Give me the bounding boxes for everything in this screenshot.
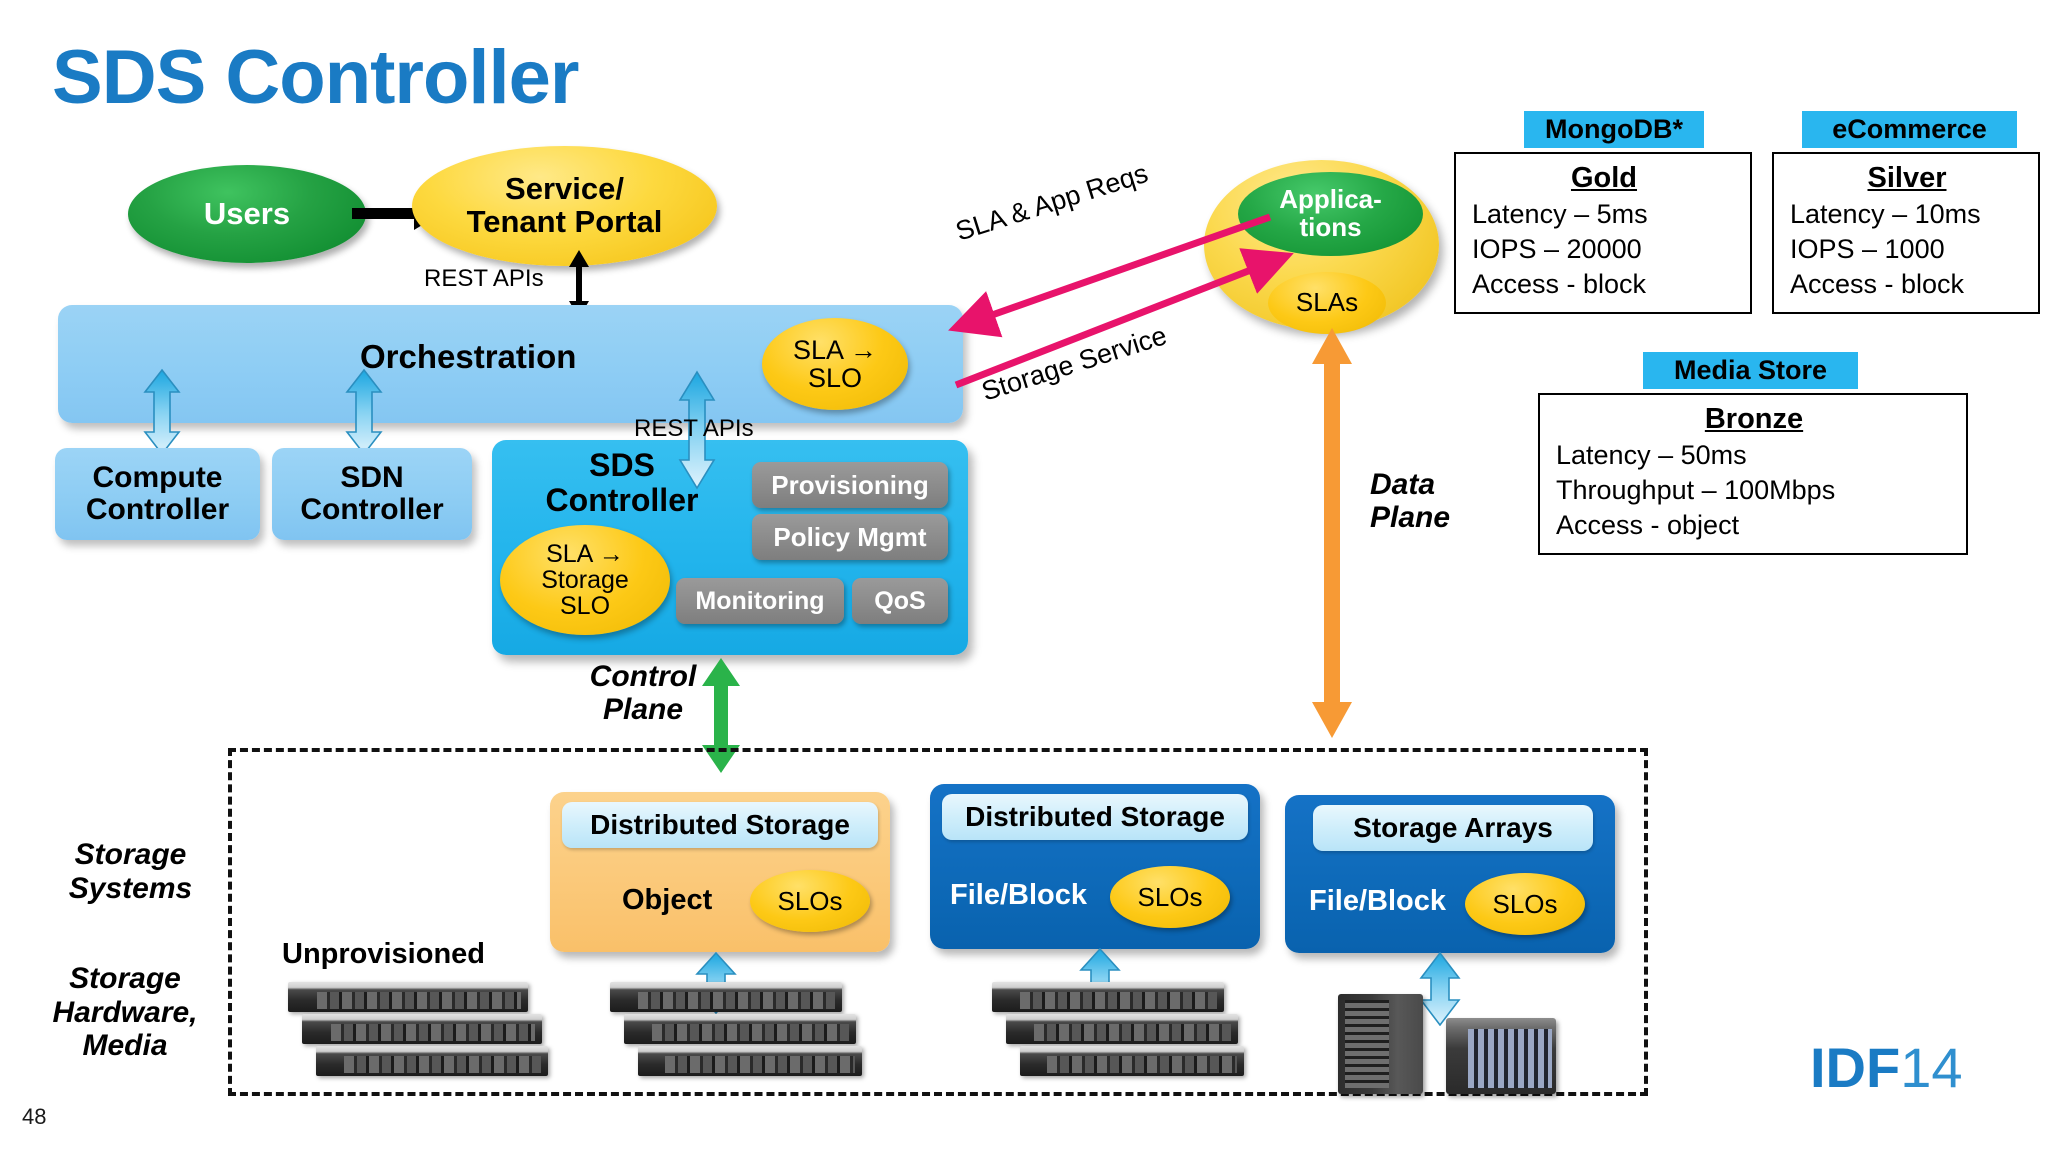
sla-line: Latency – 50ms: [1556, 440, 1747, 470]
users-label: Users: [203, 195, 291, 231]
storage-systems-line2: Systems: [68, 871, 193, 905]
sla-card-name-ecommerce: eCommerce: [1802, 111, 2017, 148]
sla-tier-gold: Gold: [1570, 162, 1638, 194]
sla-line: Access - block: [1790, 269, 1965, 300]
storage-arrays-slos: SLOs: [1465, 873, 1585, 935]
compute-controller-line2: Controller: [85, 493, 230, 526]
storage-systems-line1: Storage: [74, 838, 187, 871]
storage-array-hardware-image: [1338, 982, 1568, 1097]
orchestration-sla-slo-node: SLA → SLO: [762, 318, 908, 410]
control-plane-double-arrow-icon: [702, 658, 740, 773]
compute-orchestration-double-arrow-icon: [143, 368, 181, 456]
storage-region-boundary: [228, 748, 1648, 1096]
sla-line: Throughput – 100Mbps: [1556, 475, 1836, 506]
portal-orchestration-double-arrow-icon: [569, 250, 589, 318]
sla-card-body-media-store: Bronze Latency – 50ms Throughput – 100Mb…: [1538, 393, 1968, 556]
sds-orchestration-double-arrow-icon: [678, 370, 716, 490]
storage-hw-line2: Hardware,: [52, 995, 198, 1029]
sla-app-reqs-arrow-icon: [948, 213, 1272, 338]
object-servers-image: [610, 982, 870, 1092]
users-to-portal-arrow-shaft: [352, 208, 420, 219]
arrays-hardware-double-arrow-icon: [1419, 952, 1461, 1026]
unprovisioned-servers-image: [288, 982, 548, 1092]
sla-line: Access - object: [1556, 510, 1740, 541]
sla-card-mongodb: MongoDB* Gold Latency – 5ms IOPS – 20000…: [1454, 111, 1752, 315]
storage-systems-label: Storage Systems: [38, 838, 223, 905]
sds-sla-line3: SLO: [559, 592, 611, 621]
sds-controller-title: SDS Controller: [512, 448, 732, 517]
sla-line: Access - block: [1472, 269, 1647, 300]
sdn-controller-line2: Controller: [300, 493, 444, 526]
sla-card-media-store: Media Store Bronze Latency – 50ms Throug…: [1538, 352, 1968, 556]
sla-line: Latency – 5ms: [1472, 199, 1648, 229]
sla-card-name-mongodb: MongoDB*: [1524, 111, 1704, 148]
data-plane-double-arrow-icon: [1312, 328, 1352, 738]
sds-controller-line2: Controller: [545, 481, 699, 518]
sds-controller-line1: SDS: [589, 447, 655, 483]
rest-apis-sds-label: REST APIs: [634, 415, 754, 442]
compute-controller-line1: Compute: [92, 460, 223, 494]
storage-arrays-tab: Storage Arrays: [1313, 805, 1593, 851]
data-plane-line1: Data: [1370, 468, 1436, 501]
provisioning-module: Provisioning: [752, 462, 948, 508]
portal-label-line1: Service/: [505, 171, 624, 207]
storage-arrays-type: File/Block: [1309, 885, 1446, 917]
control-plane-line2: Plane: [602, 693, 684, 726]
distributed-storage-object-box: Distributed Storage Object SLOs: [550, 792, 890, 952]
fileblock-servers-image: [992, 982, 1252, 1092]
distributed-storage-object-slos: SLOs: [750, 870, 870, 932]
data-plane-line2: Plane: [1370, 501, 1451, 534]
sds-sla-line1: SLA →: [546, 539, 624, 568]
distributed-storage-fileblock-tab: Distributed Storage: [942, 794, 1248, 840]
orch-sla-line2: SLO: [807, 363, 863, 393]
applications-line1: Applica-: [1279, 184, 1382, 215]
applications-node: Applica- tions: [1238, 172, 1423, 256]
control-plane-label: Control Plane: [548, 660, 738, 726]
sdn-controller-box: SDN Controller: [272, 448, 472, 540]
storage-hardware-media-label: Storage Hardware, Media: [20, 962, 230, 1063]
distributed-storage-object-tab: Distributed Storage: [562, 802, 878, 848]
orchestration-label: Orchestration: [360, 338, 577, 375]
service-tenant-portal-node: Service/ Tenant Portal: [412, 146, 717, 266]
distributed-storage-object-type: Object: [622, 884, 713, 916]
sla-tier-bronze: Bronze: [1704, 403, 1804, 435]
control-plane-line1: Control: [589, 660, 697, 693]
compute-controller-box: Compute Controller: [55, 448, 260, 540]
storage-service-arrow-icon: [954, 248, 1294, 389]
orch-sla-line1: SLA →: [792, 334, 878, 365]
sla-card-ecommerce: eCommerce Silver Latency – 10ms IOPS – 1…: [1772, 111, 2040, 315]
applications-line2: tions: [1299, 212, 1362, 242]
sla-card-name-media-store: Media Store: [1643, 352, 1858, 389]
page-number: 48: [22, 1104, 47, 1129]
storage-hw-line1: Storage: [69, 962, 181, 995]
portal-label-line2: Tenant Portal: [466, 204, 663, 239]
policy-mgmt-module: Policy Mgmt: [752, 514, 948, 560]
rest-apis-portal-label: REST APIs: [424, 265, 544, 292]
distributed-storage-fileblock-box: Distributed Storage File/Block SLOs: [930, 784, 1260, 949]
distributed-storage-fileblock-slos: SLOs: [1110, 866, 1230, 928]
sla-tier-silver: Silver: [1867, 162, 1947, 194]
distributed-storage-fileblock-type: File/Block: [950, 879, 1087, 911]
sdn-orchestration-double-arrow-icon: [345, 368, 383, 456]
idf14-logo: IDF14: [1810, 1040, 1963, 1096]
storage-hw-line3: Media: [82, 1029, 168, 1063]
idf-logo-year: 14: [1900, 1036, 1963, 1099]
sla-card-body-mongodb: Gold Latency – 5ms IOPS – 20000 Access -…: [1454, 152, 1752, 315]
sla-line: IOPS – 20000: [1472, 234, 1642, 265]
storage-arrays-box: Storage Arrays File/Block SLOs: [1285, 795, 1615, 953]
qos-module: QoS: [852, 578, 948, 624]
unprovisioned-label: Unprovisioned: [282, 938, 486, 970]
idf-logo-bold: IDF: [1810, 1036, 1901, 1099]
monitoring-module: Monitoring: [676, 578, 844, 624]
slas-label: SLAs: [1295, 287, 1359, 318]
sds-sla-storage-slo-node: SLA → Storage SLO: [500, 525, 670, 635]
sla-line: IOPS – 1000: [1790, 234, 1945, 265]
sdn-controller-line1: SDN: [340, 460, 404, 494]
sla-line: Latency – 10ms: [1790, 199, 1981, 229]
data-plane-label: Data Plane: [1370, 468, 1550, 534]
users-node: Users: [128, 165, 366, 263]
page-title: SDS Controller: [52, 35, 579, 120]
sds-sla-line2: Storage: [541, 565, 629, 594]
sla-card-body-ecommerce: Silver Latency – 10ms IOPS – 1000 Access…: [1772, 152, 2040, 315]
